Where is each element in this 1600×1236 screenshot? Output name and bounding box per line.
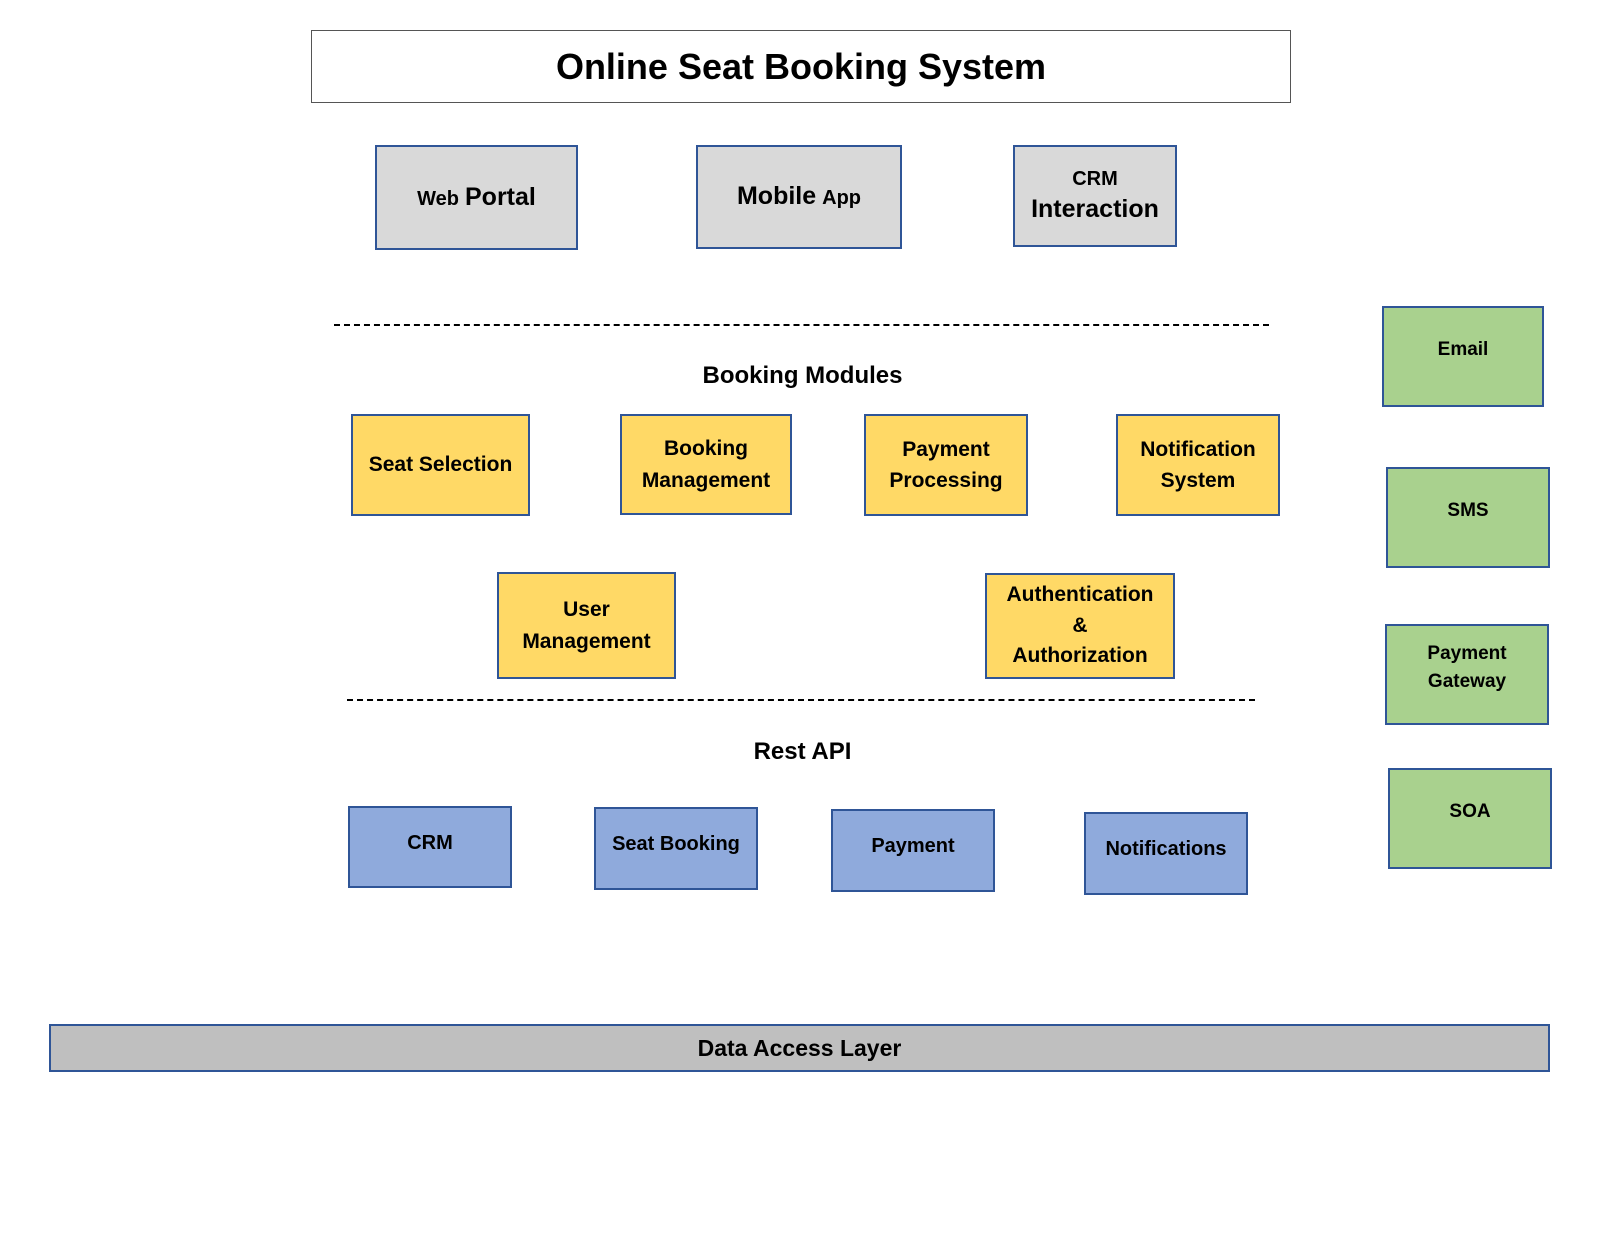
seat-booking-api-text: Seat Booking	[612, 833, 740, 855]
soa-text: SOA	[1449, 801, 1491, 822]
payment-gateway-line1: Payment	[1427, 643, 1507, 664]
email-text: Email	[1437, 339, 1489, 360]
sms-text: SMS	[1447, 500, 1489, 521]
booking-management-box: Booking Management	[620, 414, 792, 515]
payment-gateway-line2: Gateway	[1427, 670, 1507, 692]
seat-selection-box: Seat Selection	[351, 414, 530, 516]
data-access-layer-text: Data Access Layer	[697, 1034, 902, 1061]
sms-box: SMS	[1386, 467, 1550, 568]
diagram-title: Online Seat Booking System	[311, 30, 1291, 103]
data-access-layer-bar: Data Access Layer	[49, 1024, 1550, 1072]
notification-system-line1: Notification	[1140, 437, 1256, 461]
notification-system-box: Notification System	[1116, 414, 1280, 516]
soa-box: SOA	[1388, 768, 1552, 869]
web-portal-large-text: Portal	[465, 182, 536, 211]
payment-api-box: Payment	[831, 809, 995, 892]
email-box: Email	[1382, 306, 1544, 407]
auth-line1: Authentication	[1006, 583, 1154, 607]
crm-interaction-box: CRM Interaction	[1013, 145, 1177, 247]
crm-interaction-large-text: Interaction	[1031, 194, 1159, 223]
crm-interaction-small-text: CRM	[1072, 167, 1118, 190]
payment-processing-line1: Payment	[902, 437, 990, 461]
divider-top	[334, 324, 1269, 326]
mobile-app-large-text: Mobile	[736, 182, 817, 211]
divider-bottom	[347, 699, 1255, 701]
authentication-authorization-box: Authentication & Authorization	[985, 573, 1175, 679]
notifications-api-text: Notifications	[1105, 838, 1227, 860]
web-portal-small-text: Web	[417, 187, 459, 210]
mobile-app-small-text: App	[822, 187, 862, 210]
crm-api-text: CRM	[407, 832, 453, 854]
payment-processing-box: Payment Processing	[864, 414, 1028, 516]
web-portal-box: Web Portal	[375, 145, 578, 250]
rest-api-label: Rest API	[753, 738, 852, 765]
auth-line2: &	[1072, 613, 1088, 637]
notification-system-line2: System	[1160, 469, 1236, 492]
booking-management-line1: Booking	[664, 437, 748, 460]
notifications-api-box: Notifications	[1084, 812, 1248, 895]
payment-api-text: Payment	[871, 835, 955, 857]
crm-api-box: CRM	[348, 806, 512, 888]
booking-management-line2: Management	[641, 468, 771, 492]
booking-modules-label: Booking Modules	[702, 362, 903, 389]
seat-booking-api-box: Seat Booking	[594, 807, 758, 890]
user-management-box: User Management	[497, 572, 676, 679]
auth-line3: Authorization	[1012, 644, 1148, 668]
mobile-app-box: Mobile App	[696, 145, 902, 249]
diagram-title-text: Online Seat Booking System	[555, 45, 1047, 87]
payment-processing-line2: Processing	[889, 469, 1003, 492]
seat-selection-text: Seat Selection	[368, 453, 513, 477]
user-management-line1: User	[563, 598, 610, 621]
user-management-line2: Management	[522, 629, 651, 653]
payment-gateway-box: Payment Gateway	[1385, 624, 1549, 725]
